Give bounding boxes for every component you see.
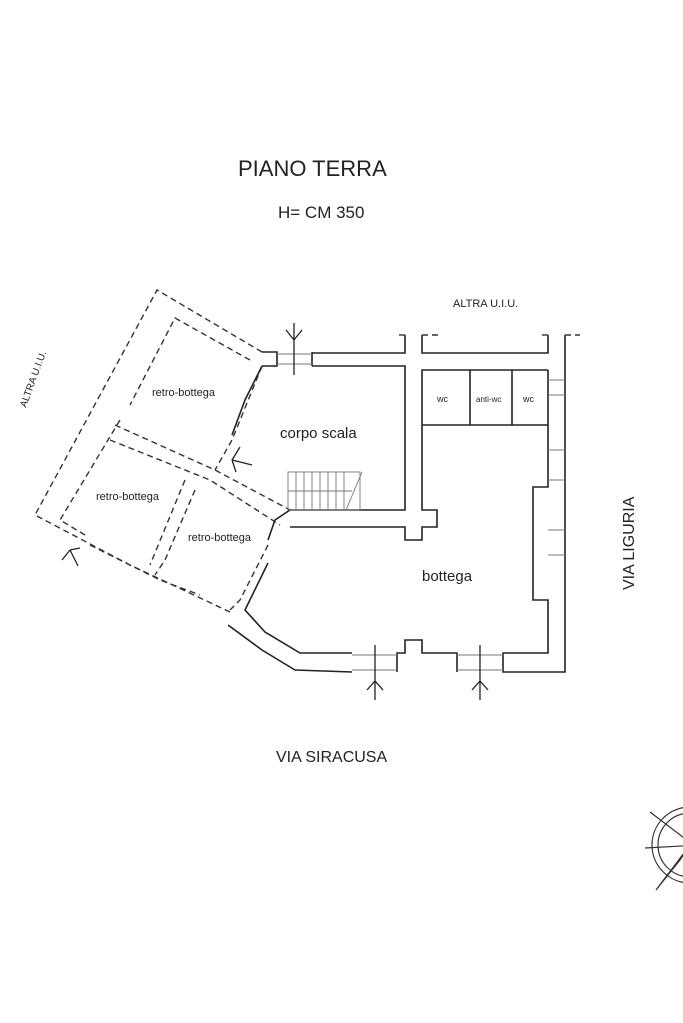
room-label: corpo scala xyxy=(280,425,357,442)
entrance-arrow-icon xyxy=(366,645,384,700)
plan-title: PIANO TERRA xyxy=(238,156,387,181)
compass-icon xyxy=(644,807,683,891)
room-label: wc xyxy=(436,394,448,404)
retro-bottega-walls xyxy=(34,289,291,613)
street-right-label: VIA LIGURIA xyxy=(621,496,638,590)
room-label: wc xyxy=(522,394,534,404)
room-label: retro-bottega xyxy=(188,532,252,544)
staircase xyxy=(287,471,363,511)
street-bottom-label: VIA SIRACUSA xyxy=(276,749,387,766)
room-label: retro-bottega xyxy=(96,491,160,503)
height-label: H= CM 350 xyxy=(278,203,364,222)
room-label: retro-bottega xyxy=(152,387,216,399)
entrance-arrows xyxy=(61,323,489,700)
entrance-arrow-icon xyxy=(231,446,253,473)
room-label: bottega xyxy=(422,568,473,585)
entrance-arrow-icon xyxy=(61,547,81,567)
room-label: anti-wc xyxy=(476,395,501,404)
entrance-arrow-icon xyxy=(471,645,489,700)
building-walls xyxy=(227,334,580,673)
neighbor-top-label: ALTRA U.I.U. xyxy=(453,298,518,310)
entrance-arrow-icon xyxy=(285,323,303,375)
neighbor-left-label: ALTRA U.I.U. xyxy=(18,350,49,409)
